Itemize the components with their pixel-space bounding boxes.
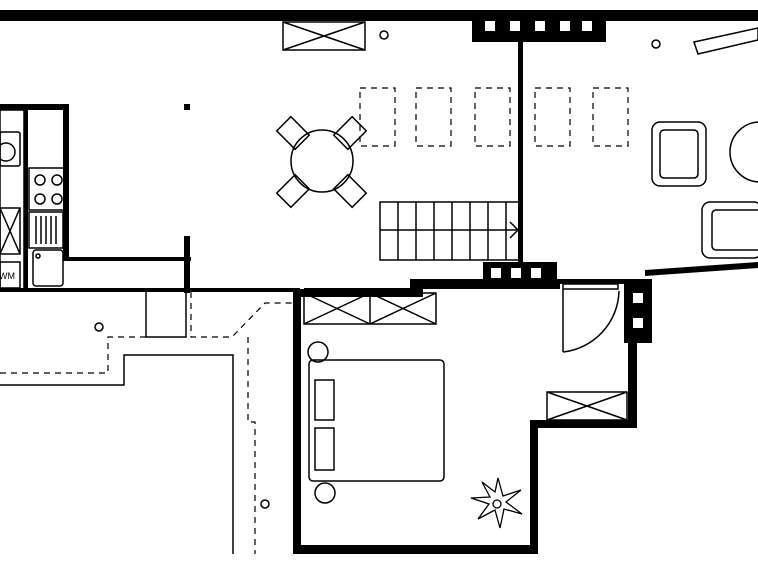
thin-lines <box>0 21 758 554</box>
pillow <box>314 379 335 421</box>
bedroom-bottom-wall <box>293 545 538 554</box>
sofa <box>701 201 758 259</box>
tv-unit <box>693 27 758 55</box>
kitchen-top-wall <box>0 104 69 110</box>
window-openings <box>300 21 643 328</box>
sink-icon <box>0 131 21 167</box>
top-wall <box>0 10 758 21</box>
staircase <box>379 201 521 261</box>
bed <box>308 359 445 482</box>
dining-table <box>290 129 354 193</box>
stair-arrow-icon <box>509 221 520 239</box>
nightstand <box>307 341 329 363</box>
kitchen-divider <box>24 110 28 290</box>
stove-icon <box>28 167 68 211</box>
dashed-lines <box>0 87 629 554</box>
window-frame-top <box>282 21 366 51</box>
skylight <box>359 87 396 147</box>
washing-machine-icon <box>0 261 21 289</box>
kitchen-right-wall <box>63 104 69 260</box>
skylight <box>592 87 629 147</box>
right-wall-slant <box>645 262 758 276</box>
washing-machine-label: WM <box>0 271 15 281</box>
kitchen-counter <box>0 109 25 291</box>
counter-unit <box>28 211 64 249</box>
partition-stub <box>184 236 190 293</box>
dishwasher-icon <box>0 207 21 255</box>
chair <box>275 115 311 151</box>
stair-wall <box>518 42 523 280</box>
chair <box>332 115 368 151</box>
chair <box>275 173 311 209</box>
small-sink-icon <box>32 249 64 287</box>
chair <box>332 173 368 209</box>
bedroom-right-wall <box>628 284 637 427</box>
armchair <box>651 121 707 187</box>
bedroom-left-wall <box>293 292 301 554</box>
skylight <box>415 87 452 147</box>
column-dot <box>184 104 190 110</box>
skylight <box>474 87 511 147</box>
skylight <box>534 87 571 147</box>
column-marker <box>651 39 661 49</box>
door-arc <box>562 290 620 353</box>
main-horizontal-wall <box>0 288 410 292</box>
wardrobe-small <box>546 391 628 421</box>
kitchen-bottom-wall <box>63 257 191 261</box>
column-marker <box>260 499 270 509</box>
column-marker <box>379 30 389 40</box>
living-lower-wall <box>557 279 624 284</box>
walls <box>0 10 758 554</box>
pillow <box>314 427 335 471</box>
plant-icon <box>470 477 523 529</box>
side-table <box>729 121 758 183</box>
nightstand <box>314 482 336 504</box>
column-marker <box>94 322 104 332</box>
